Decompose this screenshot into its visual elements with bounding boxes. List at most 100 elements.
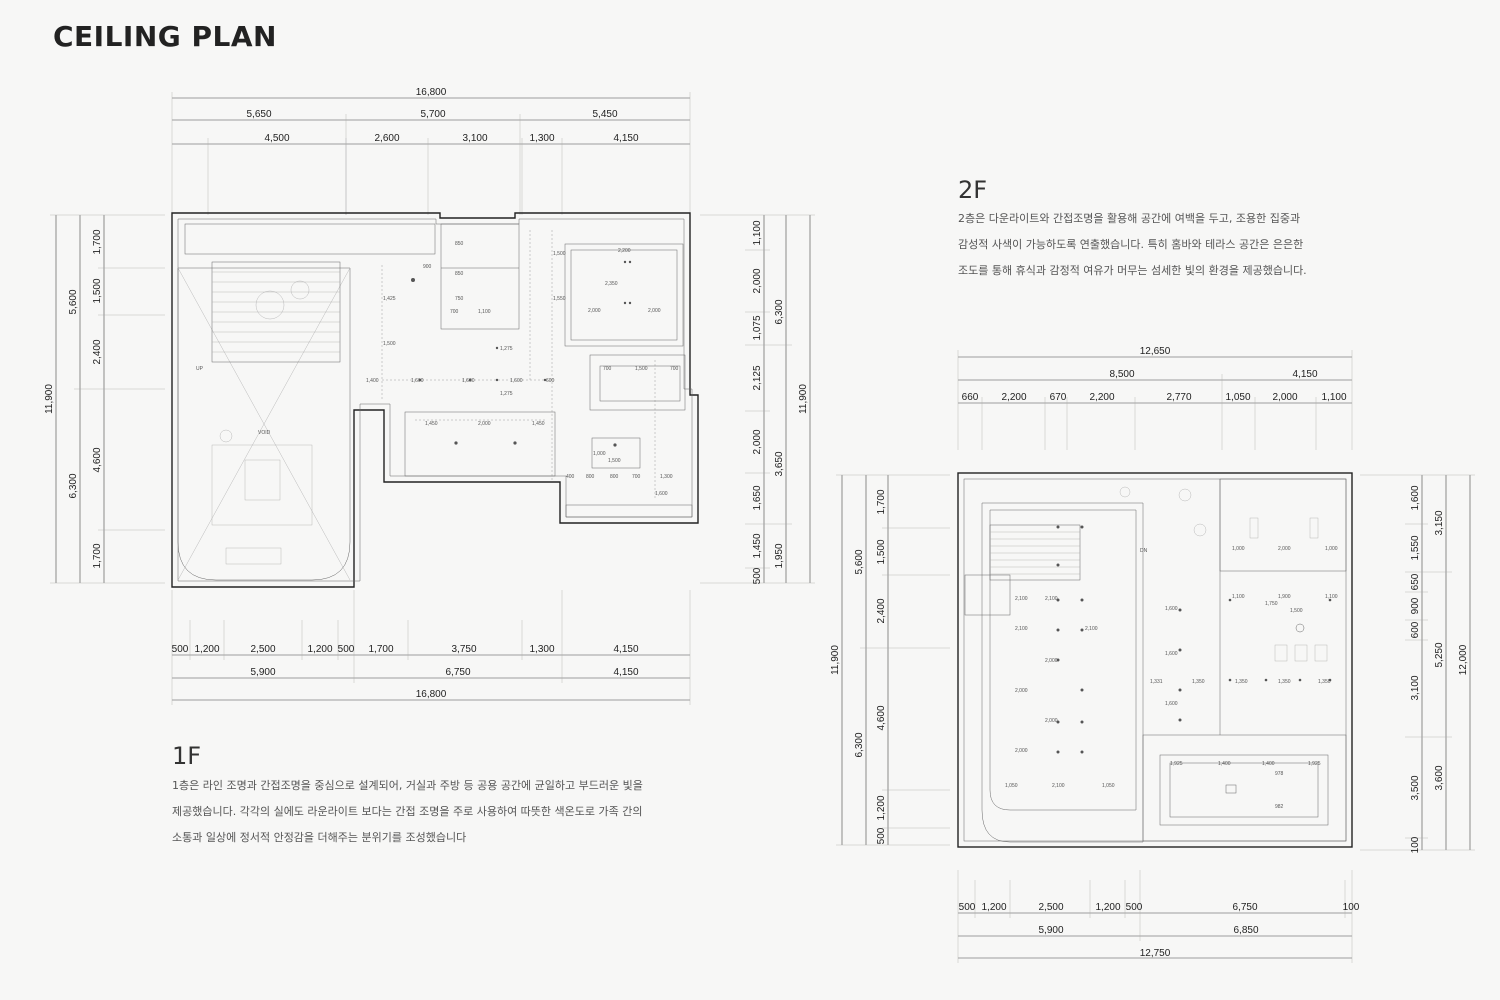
floor1-annotation-labels: VOID UP 900 1,425 1,500 1,400 1,600 1,60… [196, 241, 679, 497]
floor2-ann-5: 2,000 [1015, 688, 1028, 694]
floor1-bot-r1-5: 1,700 [368, 644, 393, 655]
floor1-top-total: 16,800 [416, 87, 447, 98]
floor1-right-r2-1: 3,650 [774, 451, 785, 476]
floor2-bot-r1-3: 1,200 [1095, 902, 1120, 913]
floor2-ann-8: 2,000 [1015, 748, 1028, 754]
floor1-plan: 16,800 5,650 5,700 5,450 4,500 2,600 3,1… [44, 87, 815, 705]
floor2-right-r1-5: 3,100 [1410, 675, 1421, 700]
floor2-top-r2-2: 670 [1050, 392, 1067, 403]
floor2-ann-18: 1,350 [1278, 679, 1291, 685]
floor1-top-r2-3: 1,300 [529, 133, 554, 144]
floor1-right-r1-2: 1,075 [752, 315, 763, 340]
floor2-right-r2-0: 3,150 [1434, 510, 1445, 535]
floor2-top-r1-1: 4,150 [1292, 369, 1317, 380]
floor1-right-total: 11,900 [798, 384, 809, 414]
floor1-ann-17: 700 [450, 309, 459, 315]
floor1-bottom-dimension-lines [171, 590, 691, 705]
floor1-top-r1-1: 5,700 [420, 109, 445, 120]
floor2-description-line: 감성적 사색이 가능하도록 연출했습니다. 특히 홈바와 테라스 공간은 은은한 [958, 238, 1304, 251]
floor1-left-total: 11,900 [44, 384, 55, 414]
floor1-ann-13: 1,500 [553, 251, 566, 257]
floor1-right-dimension-lines [700, 214, 815, 584]
floor1-ann-24: 1,500 [635, 366, 648, 372]
floor1-ann-31: 400 [566, 474, 575, 480]
floor1-top-r2-2: 3,100 [462, 133, 487, 144]
floor1-ann-30: 1,000 [593, 451, 606, 457]
floor2-right-r1-2: 650 [1410, 573, 1421, 590]
floor1-bot-r1-6: 3,750 [451, 644, 476, 655]
floor2-bot-total: 12,750 [1140, 948, 1171, 959]
floor1-left-r2-0: 1,700 [92, 229, 103, 254]
floor2-ann-17: 1,350 [1235, 679, 1248, 685]
floor2-ann-14: 1,600 [1165, 701, 1178, 707]
floor2-top-dimension-lines [957, 350, 1353, 450]
floor1-bot-r2-1: 6,750 [445, 667, 470, 678]
floor1-ann-34: 700 [632, 474, 641, 480]
floor1-top-r1-2: 5,450 [592, 109, 617, 120]
floor1-right-r1-5: 1,650 [752, 485, 763, 510]
floor1-right-r2-0: 6,300 [774, 299, 785, 324]
floor1-left-r2-3: 4,600 [92, 447, 103, 472]
floor2-stair [964, 524, 1081, 616]
floor1-left-r2-4: 1,700 [92, 543, 103, 568]
floor2-right-r1-0: 1,600 [1410, 485, 1421, 510]
floor1-ann-15: 850 [455, 271, 464, 277]
floor2-ann-25: 1,000 [1232, 546, 1245, 552]
floor2-ann-10: 2,100 [1052, 783, 1065, 789]
floor2-ann-21: 1,900 [1278, 594, 1291, 600]
floor1-right-r1-0: 1,100 [752, 220, 763, 245]
floor1-bot-r1-1: 1,200 [194, 644, 219, 655]
floor1-ann-19: 2,200 [618, 248, 631, 254]
floor1-ann-18: 1,100 [478, 309, 491, 315]
floor1-right-r1-6: 1,450 [752, 533, 763, 558]
floor2-right-dimension-lines [1360, 474, 1475, 851]
floor2-walls [957, 472, 1353, 848]
floor1-bot-total: 16,800 [416, 689, 447, 700]
floor2-ann-16: 1,350 [1192, 679, 1205, 685]
floor1-bot-r1-7: 1,300 [529, 644, 554, 655]
floor2-top-r2-6: 2,000 [1272, 392, 1297, 403]
floor1-right-r2-2: 1,950 [774, 543, 785, 568]
floor1-ann-11: 1,275 [500, 391, 513, 397]
floor1-right-r1-1: 2,000 [752, 268, 763, 293]
floor2-ann-15: 1,331 [1150, 679, 1163, 685]
floor1-bot-r2-2: 4,150 [613, 667, 638, 678]
floor2-annotation-labels: DN 2,100 2,100 2,100 2,100 2,000 2,000 2… [1005, 546, 1338, 810]
floor1-ann-16: 750 [455, 296, 464, 302]
floor2-left-r2-0: 1,700 [876, 489, 887, 514]
floor2-bot-r1-0: 500 [959, 902, 976, 913]
floor2-left-r2-2: 2,400 [876, 598, 887, 623]
floor2-left-total: 11,900 [830, 645, 841, 675]
floor1-left-r2-2: 2,400 [92, 339, 103, 364]
floor2-left-r2-5: 500 [876, 827, 887, 844]
floor2-ann-23: 1,750 [1265, 601, 1278, 607]
floor2-ann-33: 982 [1275, 804, 1284, 810]
floor1-left-r1-0: 5,600 [68, 289, 79, 314]
floor1-ann-5: 1,400 [366, 378, 379, 384]
floor2-ann-29: 1,400 [1218, 761, 1231, 767]
floor1-top-r2-1: 2,600 [374, 133, 399, 144]
floor1-description-line: 1층은 라인 조명과 간접조명을 중심으로 설계되어, 거실과 주방 등 공용 … [172, 779, 643, 792]
floor2-right-r1-4: 600 [1410, 621, 1421, 638]
floor2-ann-3: 2,100 [1015, 626, 1028, 632]
floor1-ann-2: 900 [423, 264, 432, 270]
floor2-top-r2-5: 1,050 [1225, 392, 1250, 403]
floor2-right-r1-1: 1,550 [1410, 535, 1421, 560]
floor2-right-r2-2: 3,600 [1434, 765, 1445, 790]
floor1-label: 1F [172, 742, 202, 770]
floor2-ann-22: 1,100 [1325, 594, 1338, 600]
floor1-ann-33: 800 [610, 474, 619, 480]
floor2-ann-6: 2,000 [1045, 658, 1058, 664]
floor2-description-line: 조도를 통해 휴식과 감정적 여유가 머무는 섬세한 빛의 환경을 제공했습니다… [958, 264, 1307, 277]
floor1-bot-r2-0: 5,900 [250, 667, 275, 678]
floor2-left-r1-1: 6,300 [854, 732, 865, 757]
floor2-top-total: 12,650 [1140, 346, 1171, 357]
floor1-ann-35: 1,300 [660, 474, 673, 480]
floor1-ann-14: 850 [455, 241, 464, 247]
floor2-plan: 12,650 8,500 4,150 660 2,200 670 2,200 2… [830, 346, 1475, 963]
floor1-description: 1층은 라인 조명과 간접조명을 중심으로 설계되어, 거실과 주방 등 공용 … [172, 773, 643, 851]
floor2-right-total: 12,000 [1458, 644, 1469, 675]
floor2-top-r2-0: 660 [962, 392, 979, 403]
floor1-ann-28: 1,450 [532, 421, 545, 427]
